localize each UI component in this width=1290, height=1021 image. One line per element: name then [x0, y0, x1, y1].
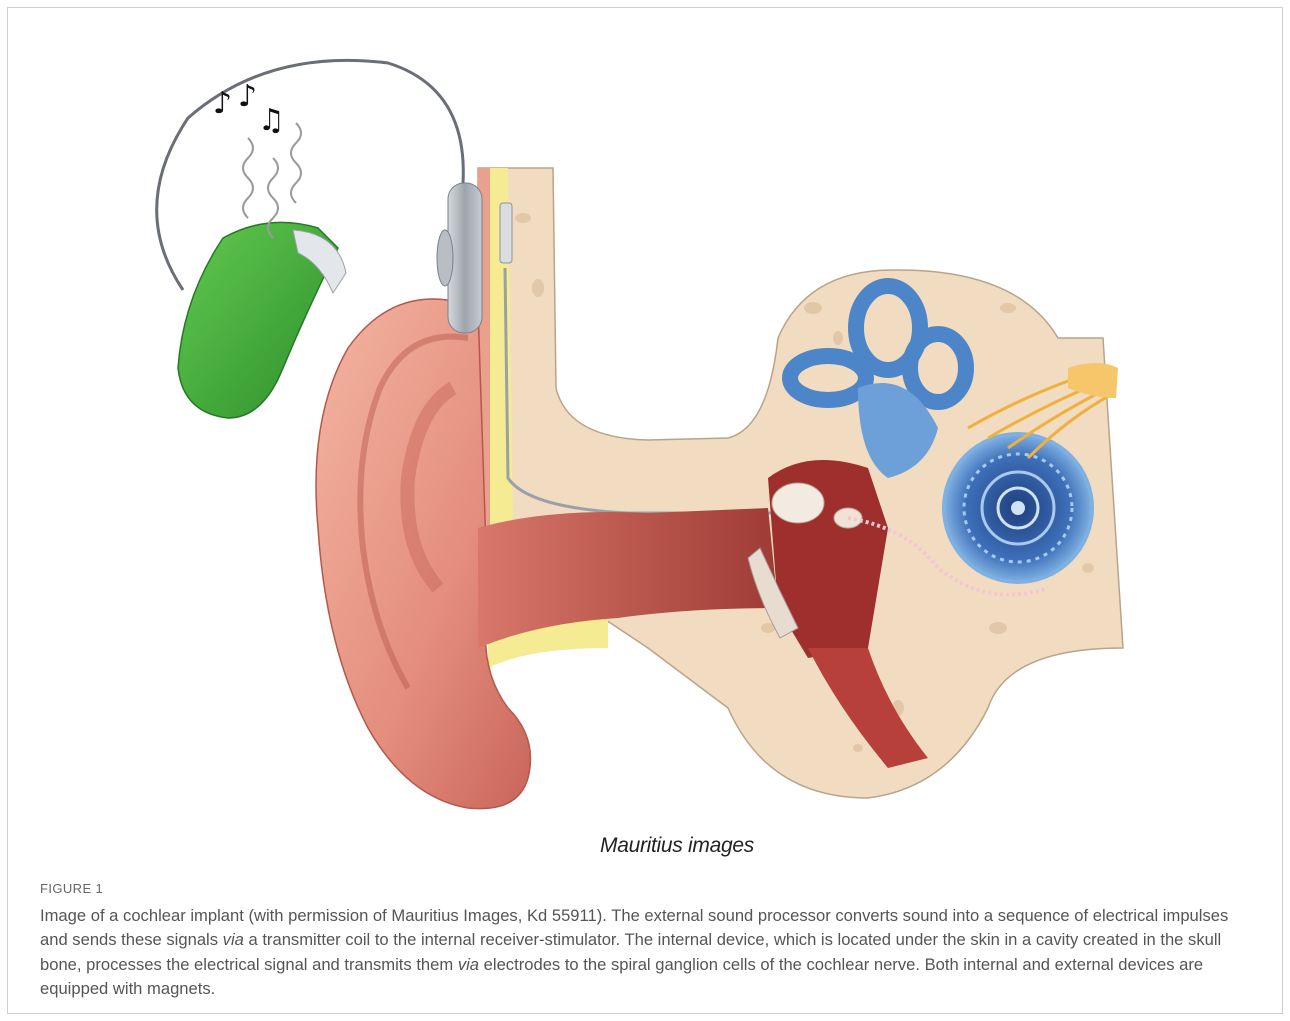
ossicles — [772, 483, 824, 523]
figure-panel: ♪ ♪ ♫ Mauritius images FIGURE 1 Image of… — [7, 7, 1283, 1014]
implant-stimulator — [500, 203, 512, 263]
svg-text:♪: ♪ — [213, 86, 232, 121]
image-credit: Mauritius images — [600, 834, 754, 858]
sound-processor — [178, 222, 346, 418]
svg-text:♪: ♪ — [238, 79, 257, 114]
sound-waves-icon — [243, 123, 301, 238]
music-notes-icon: ♪ ♪ ♫ — [213, 79, 285, 138]
caption-via-2: via — [458, 955, 479, 974]
cochlear-implant-illustration: ♪ ♪ ♫ — [8, 8, 1284, 878]
svg-text:♫: ♫ — [258, 103, 285, 138]
figure-caption: Image of a cochlear implant (with permis… — [40, 904, 1260, 1001]
cochlea — [944, 434, 1092, 582]
caption-via-1: via — [223, 930, 244, 949]
figure-label: FIGURE 1 — [40, 881, 103, 896]
